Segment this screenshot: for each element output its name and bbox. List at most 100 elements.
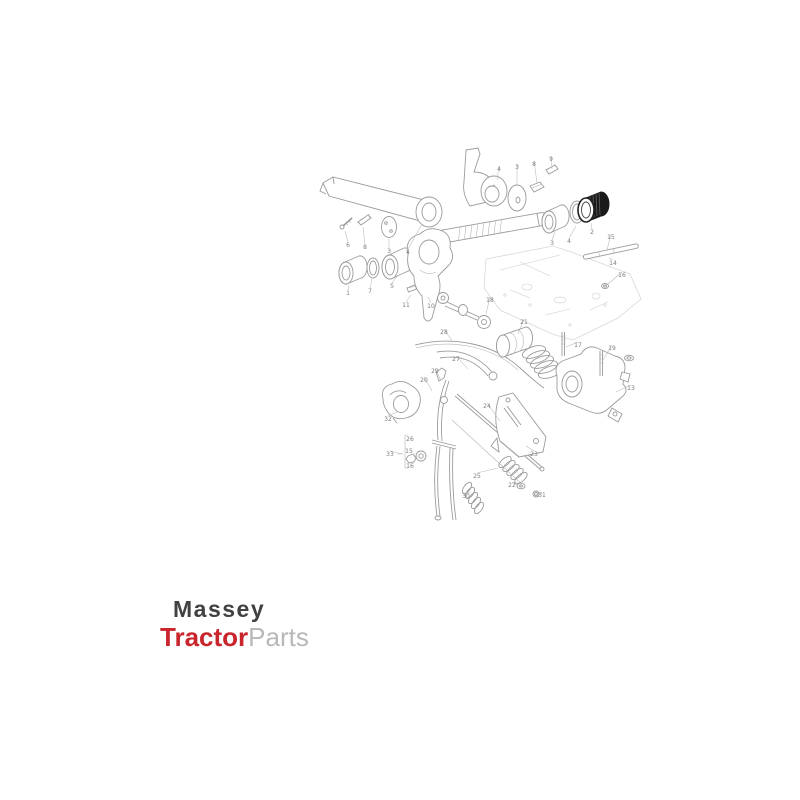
leader-line (590, 222, 593, 230)
leader-line (606, 233, 612, 251)
part-label: 30 (462, 493, 470, 500)
leader-line (533, 160, 538, 184)
leader-line (608, 257, 614, 261)
part-label: 33 (386, 451, 394, 458)
part-fork (406, 228, 453, 322)
part-label: 15 (607, 234, 615, 241)
part-label: 13 (627, 385, 635, 392)
logo-tractor: Tractor (160, 622, 249, 652)
leader-line (423, 376, 433, 392)
leader-line (565, 341, 579, 348)
part-pin (406, 284, 418, 293)
part-label: 18 (486, 297, 494, 304)
part-ring-bottom (532, 490, 540, 498)
part-bushing-left-2 (381, 247, 414, 280)
part-label: 9 (549, 156, 553, 163)
leader-line (387, 411, 398, 417)
leader-line (455, 355, 469, 370)
part-drop-rod-2 (449, 447, 457, 521)
part-label: 15 (405, 448, 413, 455)
logo: Massey TractorParts (160, 598, 309, 651)
part-label: 3 (550, 240, 554, 247)
part-label: 3 (387, 248, 391, 255)
part-rod-topright (582, 243, 639, 289)
leader-line (434, 367, 442, 382)
part-stud-2 (599, 351, 604, 376)
leader-line (517, 318, 525, 335)
leader-line (568, 225, 577, 239)
leader-line (476, 467, 499, 474)
part-label: 3 (515, 164, 519, 171)
leader-line (615, 384, 632, 393)
leader-line (391, 274, 399, 284)
part-center-lever (431, 367, 457, 450)
leader-line (606, 271, 623, 286)
part-lift-arm-left (319, 176, 443, 228)
part-bushing-right (541, 204, 570, 234)
leader-line (443, 328, 453, 342)
logo-line2: TractorParts (160, 624, 309, 650)
leader-line (485, 296, 491, 315)
part-label: 26 (406, 436, 414, 443)
logo-parts: Parts (248, 622, 309, 652)
part-spring-1 (498, 456, 528, 484)
part-label: 5 (390, 283, 394, 290)
part-label: 28 (440, 329, 448, 336)
part-lift-arm-upper (463, 147, 508, 207)
part-link-rod (437, 292, 491, 329)
part-label: 23 (530, 451, 538, 458)
part-washer-bottom (516, 482, 526, 490)
part-label: 27 (452, 356, 460, 363)
part-label: 17 (574, 342, 582, 349)
leader-line (551, 231, 556, 241)
part-label: 16 (406, 463, 414, 470)
leader-line (344, 230, 349, 243)
part-spring-2 (461, 481, 485, 515)
leader-line (496, 165, 500, 181)
part-disc-upper (507, 184, 527, 212)
leader-line (550, 155, 553, 170)
leader-line (405, 294, 412, 303)
part-label: 8 (363, 244, 367, 251)
part-label: 4 (567, 238, 571, 245)
part-label: 4 (406, 249, 410, 256)
part-ring-left (366, 257, 380, 279)
part-screw-small (339, 217, 353, 230)
part-curved-lever (436, 350, 498, 381)
part-label: 10 (427, 303, 435, 310)
part-cylinder-casting (555, 346, 631, 423)
part-label: 1 (346, 290, 350, 297)
part-bushing-highlighted (577, 191, 610, 223)
part-label: 31 (538, 492, 546, 499)
part-label: 11 (402, 302, 410, 309)
part-clip-upper-1 (529, 181, 545, 193)
part-curved-rod (414, 340, 545, 389)
leader-line (537, 491, 543, 495)
leader-line (362, 226, 366, 245)
part-label: 22 (508, 482, 516, 489)
leader-line (511, 481, 519, 487)
part-clip-small (357, 213, 372, 226)
leader-line (525, 445, 535, 452)
part-label: 2 (590, 229, 594, 236)
leader-line (407, 223, 423, 250)
part-disc-left (381, 216, 397, 238)
part-label: 32 (384, 416, 392, 423)
part-label: 29 (431, 368, 439, 375)
part-label: 16 (618, 272, 626, 279)
leader-line (369, 278, 373, 289)
part-oval-washer (624, 354, 634, 362)
part-label: 8 (532, 161, 536, 168)
leader-line (486, 402, 501, 422)
part-piston (496, 326, 533, 358)
part-label: 21 (520, 319, 528, 326)
lift-cover-outline (483, 245, 642, 341)
part-washer-nut-group (397, 434, 427, 469)
part-stud-1 (561, 332, 566, 356)
part-label: 24 (483, 403, 491, 410)
part-bushing-left-1 (338, 255, 368, 285)
part-label: 14 (609, 260, 617, 267)
part-coil-spring (522, 345, 562, 379)
